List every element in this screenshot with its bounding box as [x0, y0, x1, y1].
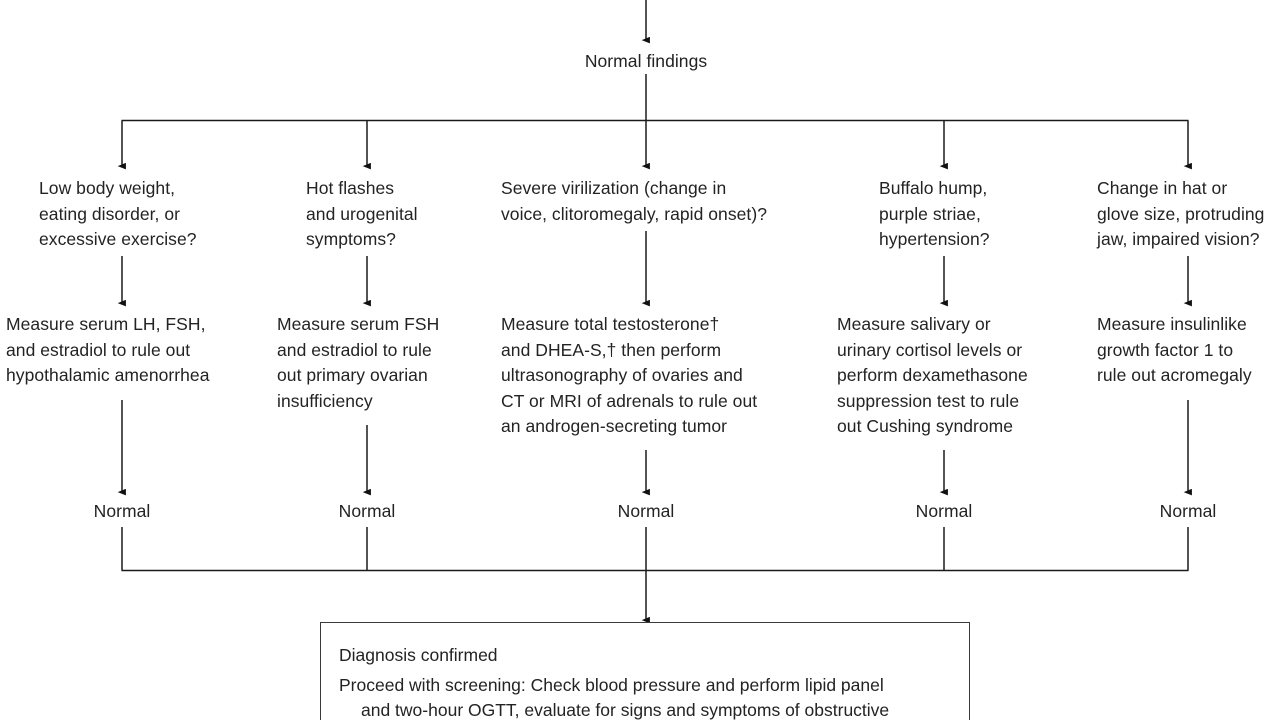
outcome-line-1: Proceed with screening: Check blood pres… — [339, 675, 884, 695]
node-action-2: Measure serum FSH and estradiol to rule … — [277, 314, 440, 411]
node-action-1: Measure serum LH, FSH, and estradiol to … — [6, 314, 210, 385]
node-symptom-1: Low body weight, eating disorder, or exc… — [39, 178, 197, 249]
node-outcome-box: Diagnosis confirmed Proceed with screeni… — [320, 622, 970, 720]
node-normal-findings: Normal findings — [584, 51, 708, 71]
node-symptom-5: Change in hat or glove size, protruding … — [1097, 178, 1265, 249]
node-result-5: Normal — [1159, 501, 1217, 521]
node-action-4: Measure salivary or urinary cortisol lev… — [837, 314, 1028, 436]
outcome-line-2: and two-hour OGTT, evaluate for signs an… — [361, 700, 890, 720]
node-action-3: Measure total testosterone† and DHEA-S,†… — [501, 314, 758, 436]
node-result-4: Normal — [915, 501, 973, 521]
node-symptom-4: Buffalo hump, purple striae, hypertensio… — [879, 178, 990, 249]
node-symptom-3: Severe virilization (change in voice, cl… — [501, 178, 767, 224]
node-result-3: Normal — [617, 501, 675, 521]
node-result-2: Normal — [338, 501, 396, 521]
node-symptom-2: Hot flashes and urogenital symptoms? — [306, 178, 418, 249]
outcome-heading: Diagnosis confirmed — [339, 645, 498, 665]
node-action-5: Measure insulinlike growth factor 1 to r… — [1097, 314, 1252, 385]
node-result-1: Normal — [93, 501, 151, 521]
